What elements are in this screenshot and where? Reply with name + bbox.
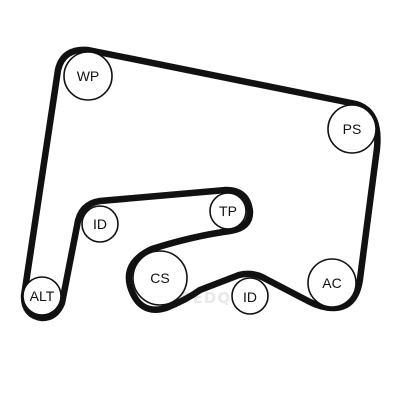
pulley-alt-circle (22, 276, 62, 316)
pulley-ps-label: PS (343, 121, 362, 137)
pulley-cs-label: CS (150, 270, 169, 286)
pulley-alt-label: ALT (30, 288, 55, 304)
pulley-wp-label: WP (77, 68, 100, 84)
pulley-cs-circle (132, 250, 188, 306)
pulley-tp-circle (209, 192, 247, 230)
pulley-id-lower-circle (231, 277, 269, 315)
pulley-id-upper: ID (81, 205, 119, 243)
pulley-ac-circle (307, 258, 357, 308)
pulley-id-lower: ID (231, 277, 269, 315)
pulley-tp-label: TP (219, 203, 237, 219)
serpentine-belt (20, 46, 381, 322)
pulley-ac-label: AC (322, 275, 341, 291)
pulley-ac: AC (307, 258, 357, 308)
pulley-ps-circle (327, 104, 377, 154)
pulley-cs: CS (132, 250, 188, 306)
pulley-id-upper-label: ID (93, 216, 107, 232)
pulley-alt: ALT (22, 276, 62, 316)
pulley-wp: WP (63, 51, 113, 101)
pulley-wp-circle (63, 51, 113, 101)
pulley-id-lower-label: ID (243, 289, 257, 305)
pulley-tp: TP (209, 192, 247, 230)
pulley-id-upper-circle (81, 205, 119, 243)
pulley-ps: PS (327, 104, 377, 154)
